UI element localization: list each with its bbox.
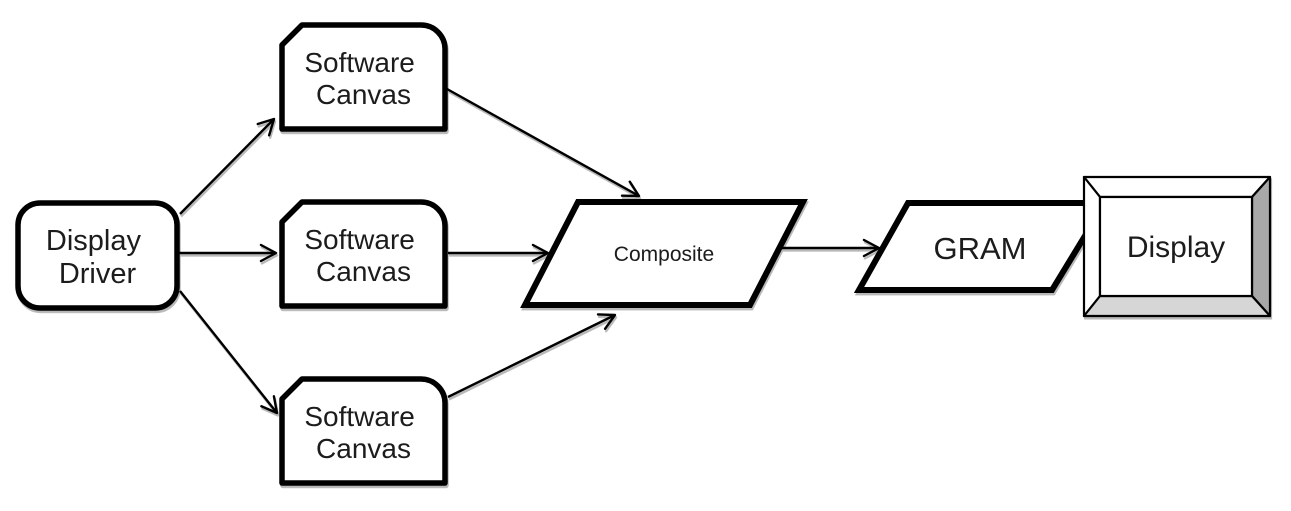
display-bevel-screen [1098, 195, 1254, 298]
software-canvas-top-node [279, 22, 448, 132]
edge-driver-to-canvas-bottom [179, 290, 279, 415]
display-label: Display [1127, 231, 1225, 264]
edges-group [178, 87, 881, 415]
gram-label: GRAM [934, 231, 1027, 266]
display-bevel-right-face [1250, 175, 1272, 318]
display-driver-node [15, 200, 180, 311]
display-bevel-left-face [1082, 175, 1102, 318]
software-canvas-top-label: Software Canvas [304, 47, 422, 110]
software-canvas-bottom-node [279, 376, 448, 486]
display-node: Display [1082, 175, 1272, 318]
gram-node [853, 200, 1111, 293]
display-bevel-top-face [1082, 175, 1272, 199]
display-bevel-bottom-face [1082, 294, 1272, 318]
software-canvas-middle-node [279, 199, 448, 309]
edge-driver-to-canvas-top [179, 117, 276, 215]
software-canvas-middle-label: Software Canvas [304, 224, 422, 287]
composite-node [520, 199, 808, 308]
composite-label: Composite [614, 243, 714, 266]
software-canvas-bottom-label: Software Canvas [304, 401, 422, 464]
display-driver-label: Display Driver [46, 225, 149, 290]
edge-canvas-top-to-composite [446, 87, 641, 198]
edge-canvas-bottom-to-composite [447, 313, 617, 399]
